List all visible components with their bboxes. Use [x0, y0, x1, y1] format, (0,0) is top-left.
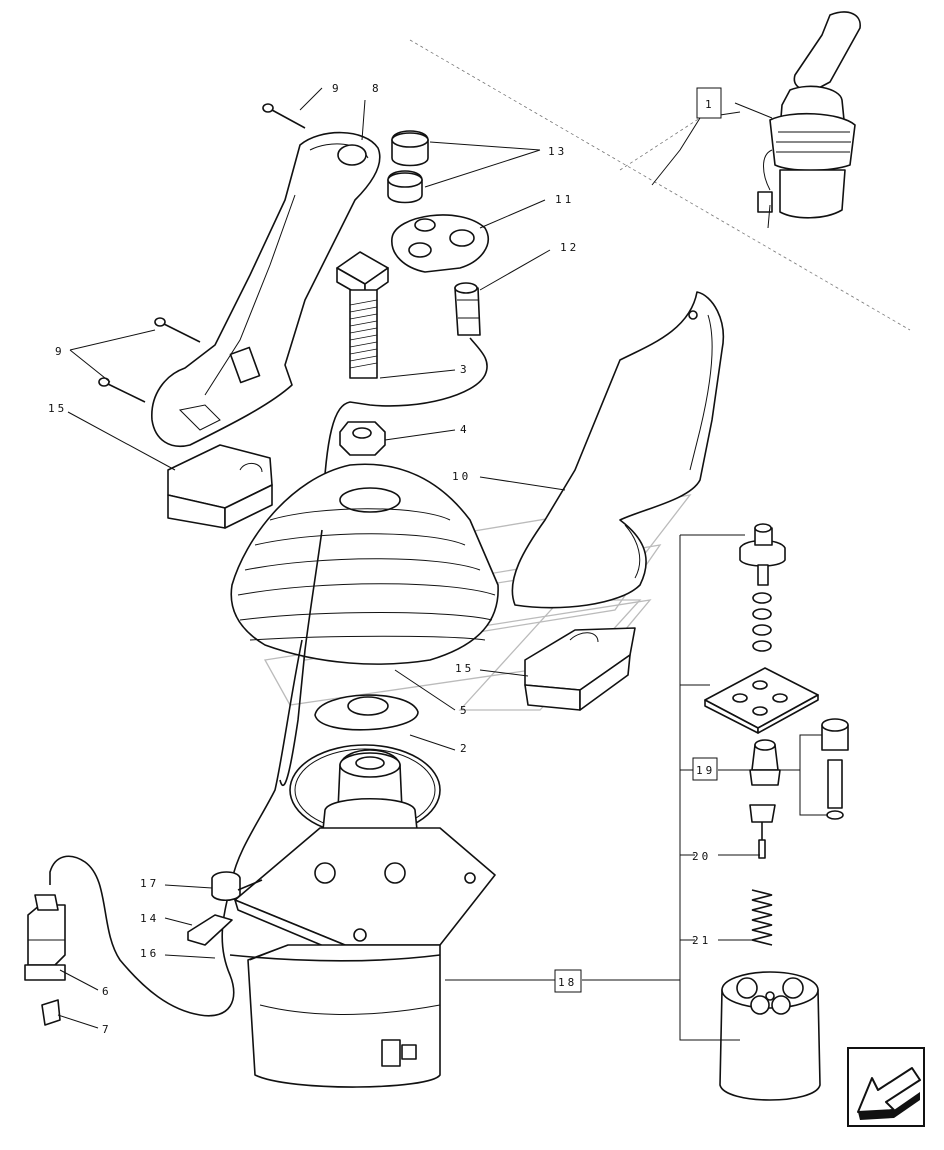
- joystick-handle-grip: [151, 131, 381, 447]
- screw: [154, 317, 201, 343]
- callout-label: 5: [460, 704, 470, 717]
- callout-label: 12: [560, 241, 579, 254]
- switch-connector: [321, 282, 488, 531]
- callout-label: 16: [140, 947, 159, 960]
- valve-housing: [719, 971, 821, 1101]
- rubber-boot: [230, 463, 499, 665]
- callout-label: 17: [140, 877, 159, 890]
- callout-label: 9: [55, 345, 65, 358]
- small-washers: [752, 592, 772, 652]
- reference-line: [619, 117, 701, 171]
- callout-label: 1: [705, 98, 715, 111]
- assembled-joystick-thumbnail: [757, 11, 861, 229]
- spring: [751, 889, 773, 946]
- screw: [262, 103, 306, 129]
- callout-label: 8: [372, 82, 382, 95]
- joystick-base-unit: [234, 749, 496, 1088]
- cable-harness: [49, 529, 441, 1017]
- callout-label: 6: [102, 985, 112, 998]
- callout-label: 15: [48, 402, 67, 415]
- reference-line: [409, 39, 911, 331]
- callout-label: 4: [460, 423, 470, 436]
- clip: [41, 999, 61, 1026]
- callout-label: 13: [548, 145, 567, 158]
- washer: [314, 694, 419, 731]
- gaiter-shell: [511, 291, 725, 609]
- plunger-detail: [821, 718, 849, 820]
- cable-tie: [211, 871, 263, 902]
- callout-label: 15: [455, 662, 474, 675]
- callout-box-19: [692, 757, 718, 781]
- callout-label: 14: [140, 912, 159, 925]
- spring-seat: [749, 804, 776, 859]
- cap: [391, 130, 429, 167]
- spacer-block: [524, 627, 636, 711]
- callout-label: 9: [332, 82, 342, 95]
- callout-box-18: [554, 969, 582, 993]
- callout-label: 21: [692, 934, 711, 947]
- callout-label: 18: [558, 976, 577, 989]
- valve-plate: [704, 667, 819, 734]
- screw: [98, 377, 146, 403]
- callout-box-1: [696, 87, 722, 119]
- electrical-connector: [24, 894, 66, 981]
- callout-label: 19: [696, 764, 715, 777]
- callout-label: 11: [555, 193, 574, 206]
- grommet: [187, 914, 233, 946]
- callout-label: 2: [460, 742, 470, 755]
- bolt: [336, 251, 389, 379]
- button-plate: [391, 214, 489, 273]
- spacer-block: [167, 444, 273, 529]
- cap: [387, 170, 423, 204]
- nut: [339, 421, 386, 456]
- leader-lines: [57, 87, 828, 1041]
- callout-label: 10: [452, 470, 471, 483]
- arrow-down-left-icon[interactable]: [847, 1047, 925, 1127]
- plunger: [749, 739, 781, 786]
- callout-label: 7: [102, 1023, 112, 1036]
- callout-label: 20: [692, 850, 711, 863]
- callout-label: 3: [460, 363, 470, 376]
- pressure-valve-top: [739, 523, 786, 586]
